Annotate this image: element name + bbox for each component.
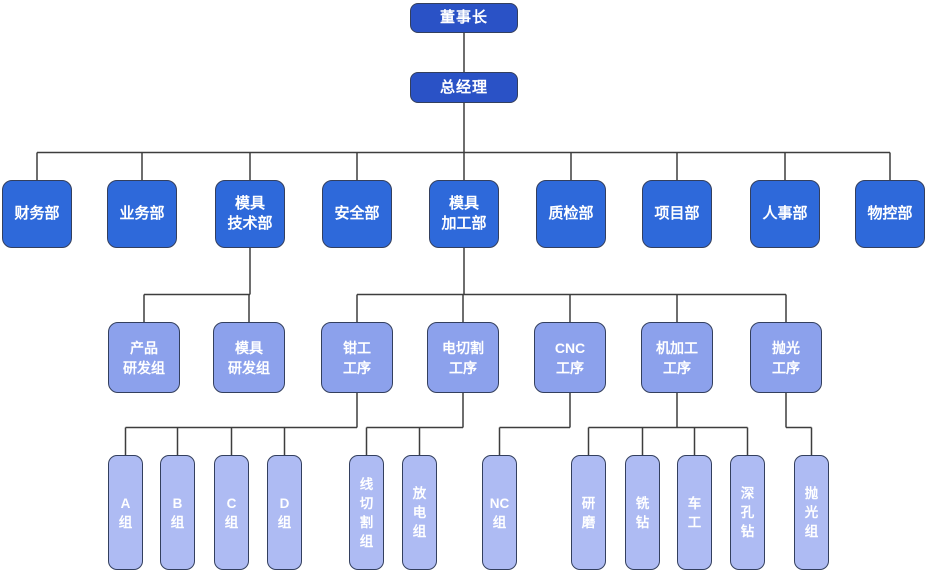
org-node-edm-cut: 电切割工序 <box>427 322 499 393</box>
org-node-label-line: 放 <box>412 486 427 501</box>
org-node-label-line: 工序 <box>772 359 800 376</box>
org-node-mold-tech: 模具技术部 <box>215 180 285 248</box>
org-node-label-line: 质检部 <box>548 205 594 222</box>
org-node-machining: 机加工工序 <box>641 322 713 393</box>
org-node-label-line: 工序 <box>449 359 477 376</box>
org-node-label-line: A <box>120 495 131 511</box>
org-node-business: 业务部 <box>107 180 177 248</box>
org-node-label-line: 深 <box>740 486 755 501</box>
org-node-label-line: D <box>279 495 290 511</box>
org-node-label-line: 研 <box>581 495 596 511</box>
org-node-material: 物控部 <box>855 180 925 248</box>
org-node-mold-rd: 模具研发组 <box>213 322 285 393</box>
org-node-label-line: 物控部 <box>867 205 913 222</box>
org-node-label-line: 总经理 <box>439 78 488 96</box>
org-node-label-line: 组 <box>118 514 133 530</box>
org-node-label-line: 技术部 <box>227 215 273 232</box>
org-node-label-line: C <box>226 495 237 511</box>
org-node-mill-drill: 铣钻 <box>625 455 660 570</box>
org-node-label-line: 组 <box>359 533 374 549</box>
org-node-cnc: CNC 工序 <box>534 322 606 393</box>
org-node-label-line: 割 <box>359 514 374 530</box>
org-node-fitter: 钳工工序 <box>321 322 393 393</box>
org-node-grinding: 研磨 <box>571 455 606 570</box>
org-node-label-line: 产品 <box>130 339 158 356</box>
org-node-label-line: 项目部 <box>654 205 700 222</box>
org-node-label-line: B <box>172 495 183 511</box>
org-node-label-line: 组 <box>492 514 507 530</box>
org-node-label-line: 模具 <box>234 195 265 212</box>
org-node-mold-proc: 模具加工部 <box>429 180 499 248</box>
org-node-label-line: 电切割 <box>442 339 484 356</box>
org-node-product-rd: 产品研发组 <box>108 322 180 393</box>
org-node-gm: 总经理 <box>410 72 518 103</box>
org-node-label-line: CNC <box>554 339 586 356</box>
org-node-label-line: 业务部 <box>119 205 165 222</box>
org-node-label-line: 钻 <box>635 514 650 530</box>
org-node-label-line: 研发组 <box>228 359 270 376</box>
org-node-hr: 人事部 <box>750 180 820 248</box>
org-node-label-line: 抛 <box>804 486 819 501</box>
org-node-label-line: 组 <box>277 514 292 530</box>
org-node-label-line: 光 <box>804 505 819 520</box>
org-node-label-line: 机加工 <box>656 339 698 356</box>
org-node-deep-hole: 深孔钻 <box>730 455 765 570</box>
org-node-label-line: 切 <box>359 495 374 511</box>
org-node-label-line: 线 <box>359 476 374 492</box>
org-node-chairman: 董事长 <box>410 3 518 33</box>
org-node-label-line: 铣 <box>635 495 650 511</box>
org-node-label-line: 组 <box>224 514 239 530</box>
org-node-label-line: 模具 <box>448 195 479 212</box>
org-node-label-line: 工序 <box>556 359 584 376</box>
org-node-safety: 安全部 <box>322 180 392 248</box>
org-node-label-line: 模具 <box>235 339 263 356</box>
org-node-label-line: 工序 <box>663 359 691 376</box>
org-node-label-line: 加工部 <box>441 215 487 232</box>
org-node-lathe: 车工 <box>677 455 712 570</box>
org-node-polish-proc: 抛光工序 <box>750 322 822 393</box>
org-node-label-line: 组 <box>804 524 819 539</box>
org-node-label-line: 人事部 <box>762 205 808 222</box>
org-node-label-line: 组 <box>170 514 185 530</box>
org-node-label-line: 研发组 <box>123 359 165 376</box>
org-node-finance: 财务部 <box>2 180 72 248</box>
org-node-label-line: 抛光 <box>772 339 800 356</box>
org-node-nc-group: NC 组 <box>482 455 517 570</box>
org-node-project: 项目部 <box>642 180 712 248</box>
org-node-label-line: 财务部 <box>14 205 60 222</box>
org-node-qc: 质检部 <box>536 180 606 248</box>
org-node-label-line: 电 <box>412 505 427 520</box>
org-node-label-line: 董事长 <box>439 9 488 26</box>
org-node-label-line: 磨 <box>581 514 596 530</box>
org-node-label-line: 钳工 <box>343 339 371 356</box>
org-node-label-line: 孔 <box>740 505 755 520</box>
org-node-polish-group: 抛光组 <box>794 455 829 570</box>
org-node-label-line: 钻 <box>740 524 755 539</box>
org-node-label-line: 车 <box>687 495 702 511</box>
org-node-label-line: 工 <box>687 514 702 530</box>
org-node-label-line: 组 <box>412 524 427 539</box>
org-node-discharge: 放电组 <box>402 455 437 570</box>
org-node-label-line: NC <box>489 495 510 511</box>
org-node-wire-cut: 线切割组 <box>349 455 384 570</box>
org-node-label-line: 安全部 <box>334 205 380 222</box>
org-node-label-line: 工序 <box>343 359 371 376</box>
